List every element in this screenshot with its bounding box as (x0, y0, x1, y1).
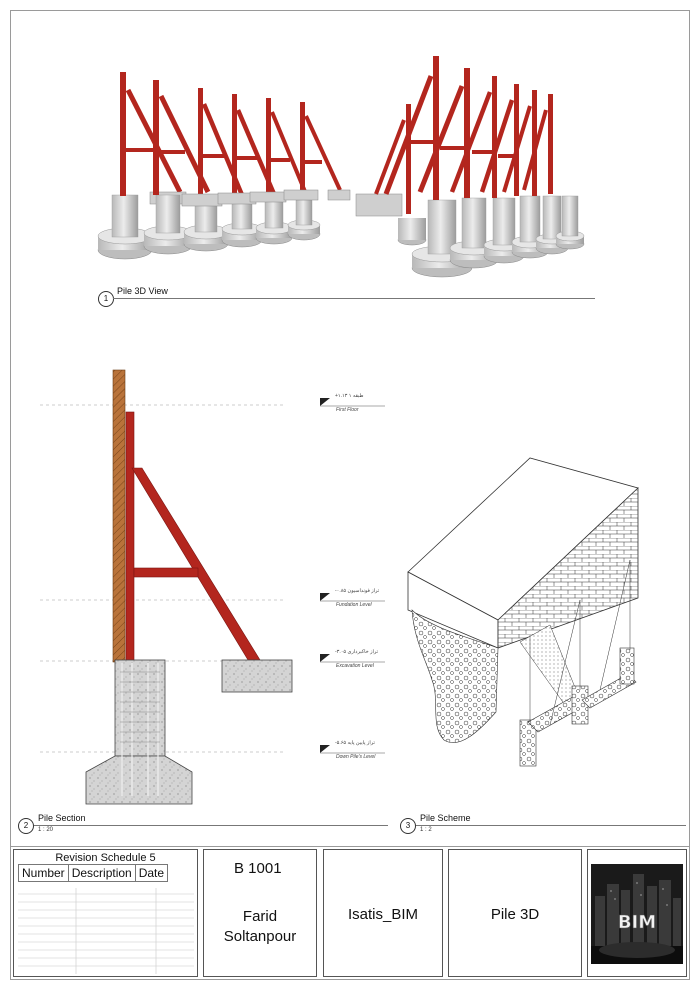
pile-3d-view (97, 56, 585, 278)
view-scale: 1 : 20 (38, 827, 54, 833)
view-scale: 1 : 2 (420, 827, 432, 833)
project-name-box: Isatis_BIM (323, 849, 443, 977)
level-value-label: -۵.۶۵ تراز پایین پایه (335, 740, 375, 746)
level-marker-icon (320, 398, 330, 753)
sheet-name: Pile 3D (490, 906, 540, 923)
column-header-date: Date (134, 864, 169, 882)
revision-schedule: Revision Schedule 5 Number Description D… (13, 849, 198, 977)
level-value-label: +۱.۱۳ طبقه ۱ (335, 393, 364, 399)
view-number-badge: 1 (98, 291, 114, 307)
view-title: Pile 3D View (117, 286, 168, 296)
pile-3d-unit (97, 72, 187, 260)
pile-3d-unit (283, 102, 351, 241)
level-name-label: First Floor (336, 407, 359, 413)
pile-3d-unit (522, 94, 585, 250)
logo-text: BIM (618, 912, 656, 933)
view-number-badge: 2 (18, 818, 34, 834)
level-value-label: -۰.۸۵ تراز فونداسیون (335, 588, 380, 594)
sheet-number-author-box: B 1001 Farid Soltanpour (203, 849, 317, 977)
pile-3d-unit (374, 104, 427, 246)
view-title: Pile Section (38, 813, 86, 823)
view-title-underline (34, 825, 388, 826)
revision-schedule-title: Revision Schedule 5 (55, 852, 156, 864)
revision-rows (18, 888, 194, 974)
revision-table: Number Description Date (18, 864, 169, 882)
bim-city-logo: BIM (591, 864, 683, 964)
project-name: Isatis_BIM (347, 906, 419, 923)
author-first-name: Farid (242, 908, 278, 925)
sheet-number: B 1001 (234, 860, 282, 877)
column-header-number: Number (18, 864, 69, 882)
level-name-label: Fundation Level (336, 602, 372, 608)
level-name-label: Down Pile's Level (336, 754, 376, 760)
view-title-underline (113, 298, 595, 299)
author-last-name: Soltanpour (223, 928, 297, 945)
sheet-name-box: Pile 3D (448, 849, 582, 977)
pile-scheme-drawing (407, 457, 639, 767)
column-header-description: Description (67, 864, 136, 882)
view-number-badge: 3 (400, 818, 416, 834)
level-value-label: -۳.۰۵ تراز خاکبرداری (335, 649, 379, 655)
pile-section-drawing (40, 369, 385, 805)
view-title: Pile Scheme (420, 813, 471, 823)
logo-box: BIM (587, 849, 687, 977)
view-title-underline (416, 825, 686, 826)
level-name-label: Excavation Level (336, 663, 374, 669)
pile-3d-unit (143, 80, 211, 255)
pile-3d-unit (181, 88, 245, 252)
